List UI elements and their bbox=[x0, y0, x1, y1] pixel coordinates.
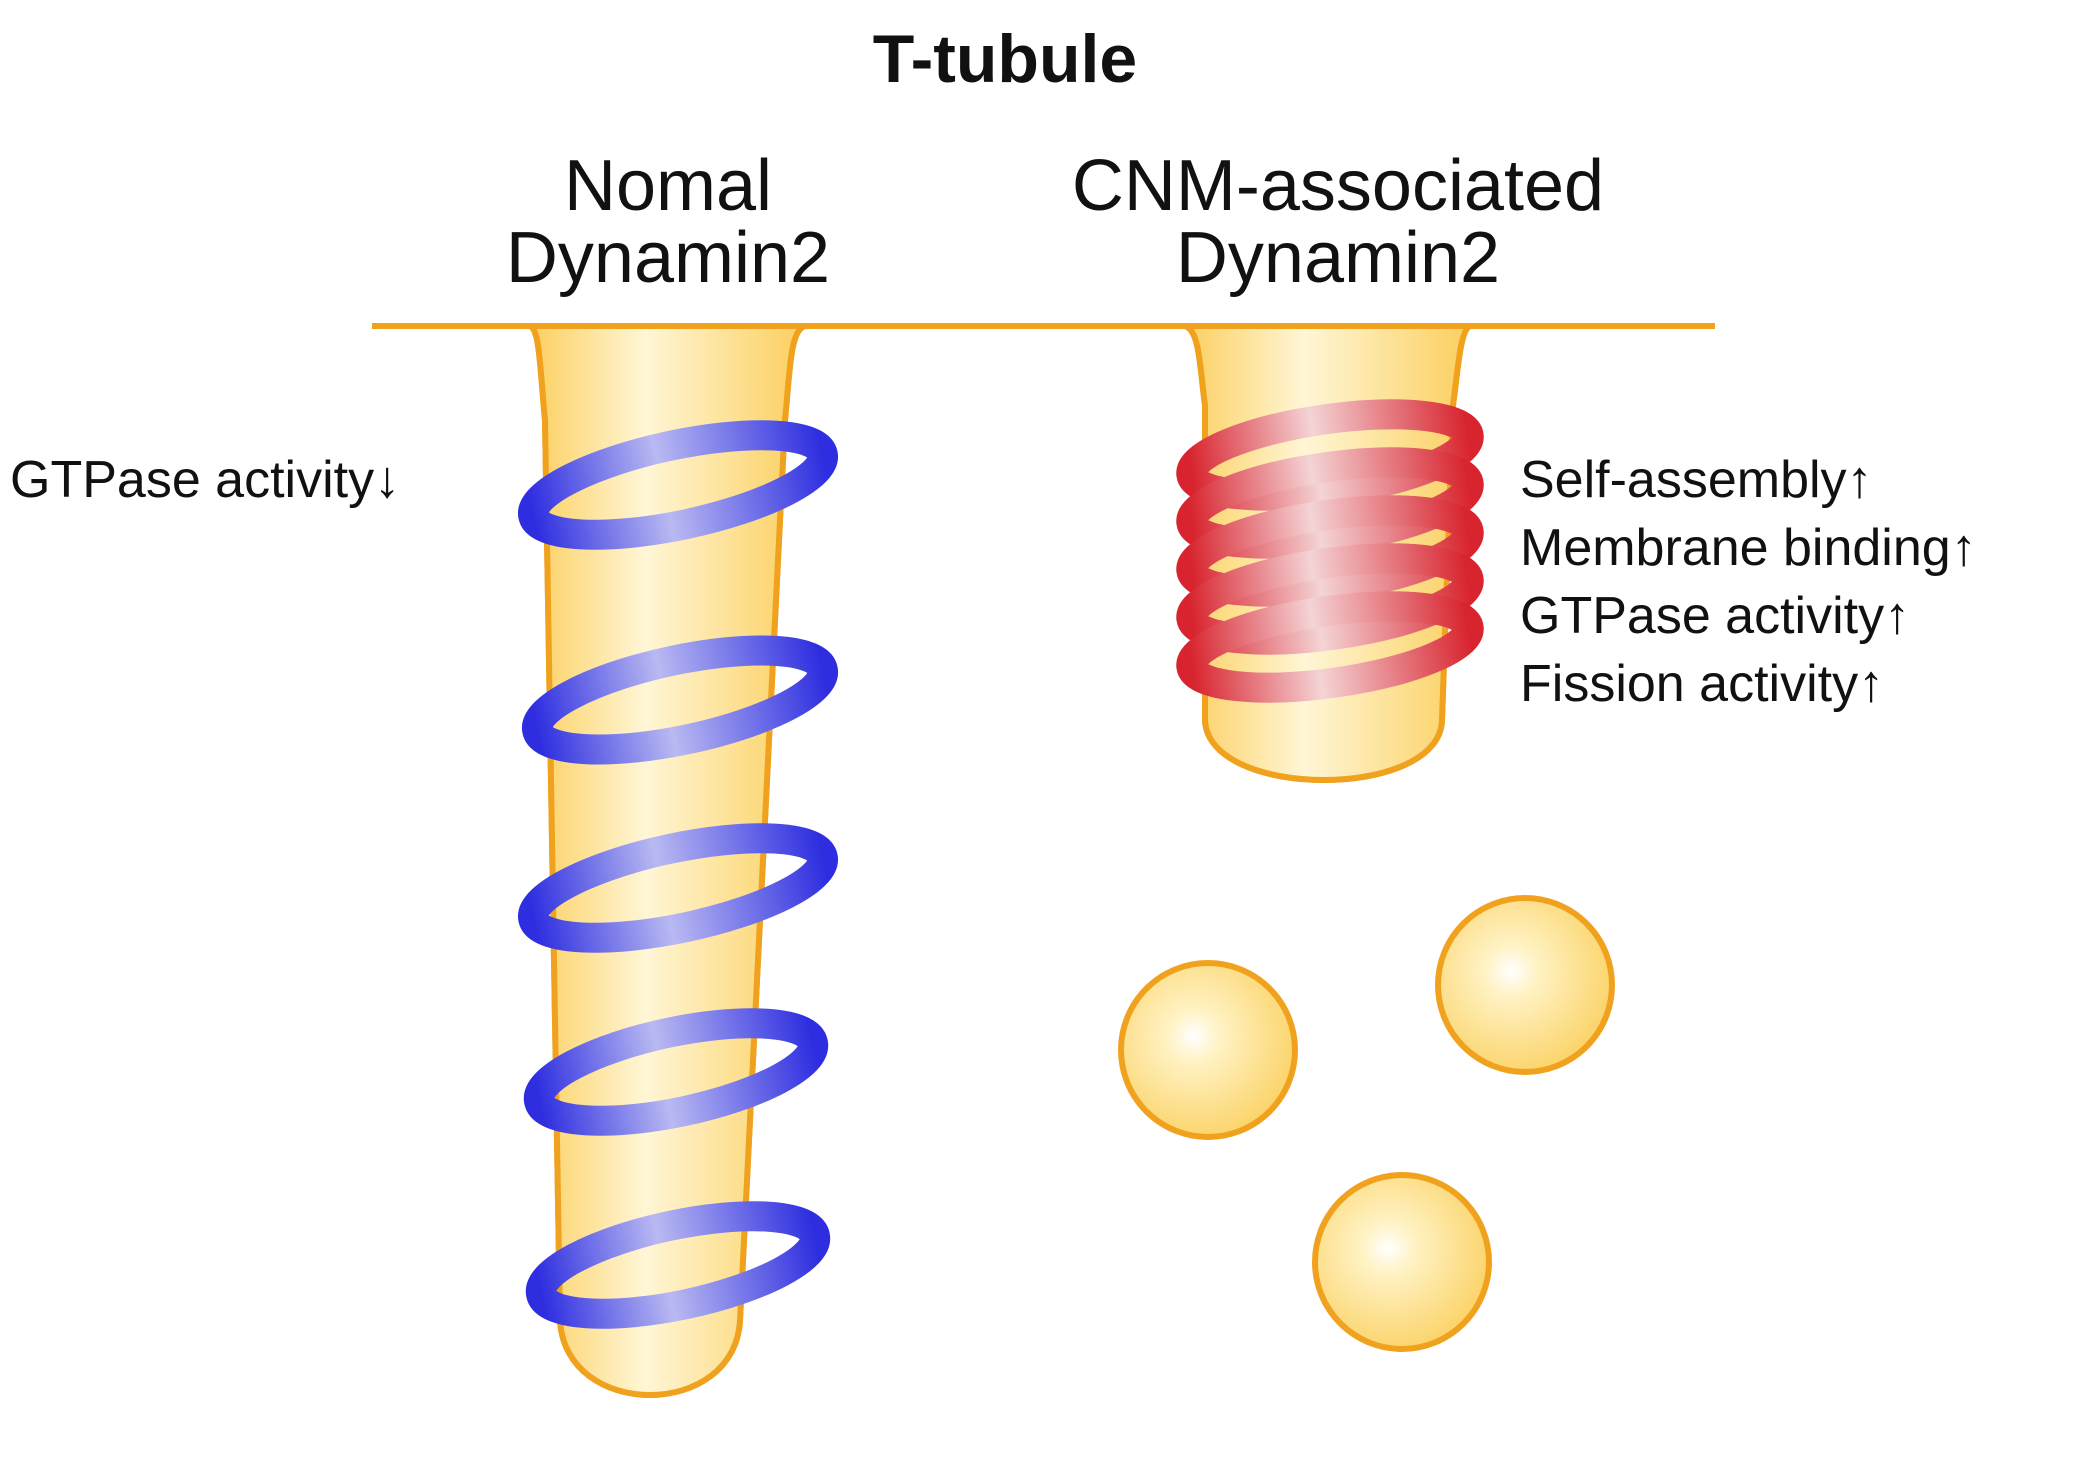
red-ring bbox=[1176, 543, 1484, 655]
cnm-annotation-membrane-binding: Membrane binding↑ bbox=[1520, 519, 1977, 577]
red-ring bbox=[1176, 591, 1484, 703]
blue-ring bbox=[517, 420, 839, 550]
red-ring bbox=[1176, 447, 1484, 559]
cnm-heading-line2: Dynamin2 bbox=[1176, 218, 1500, 298]
cnm-annotation-gtpase: GTPase activity↑ bbox=[1520, 587, 1910, 645]
red-ring bbox=[1176, 399, 1484, 511]
vesicle bbox=[1118, 960, 1298, 1140]
normal-heading-line1: Nomal bbox=[564, 146, 772, 226]
cnm-annotation-fission: Fission activity↑ bbox=[1520, 655, 1884, 713]
blue-ring bbox=[523, 1008, 829, 1136]
vesicle bbox=[1435, 895, 1615, 1075]
vesicles bbox=[1118, 895, 1615, 1352]
vesicle bbox=[1312, 1172, 1492, 1352]
blue-ring bbox=[525, 1201, 831, 1329]
red-ring bbox=[1176, 495, 1484, 607]
diagram-title: T-tubule bbox=[873, 21, 1137, 97]
cnm-dynamin2-rings bbox=[1176, 399, 1484, 703]
cnm-annotation-self-assembly: Self-assembly↑ bbox=[1520, 451, 1873, 509]
cnm-heading-line1: CNM-associated bbox=[1072, 146, 1604, 226]
normal-heading-line2: Dynamin2 bbox=[506, 218, 830, 298]
normal-dynamin2-rings bbox=[517, 420, 839, 1329]
blue-ring bbox=[521, 635, 839, 765]
blue-ring bbox=[517, 823, 839, 953]
normal-gtpase-annotation: GTPase activity↓ bbox=[10, 451, 400, 509]
